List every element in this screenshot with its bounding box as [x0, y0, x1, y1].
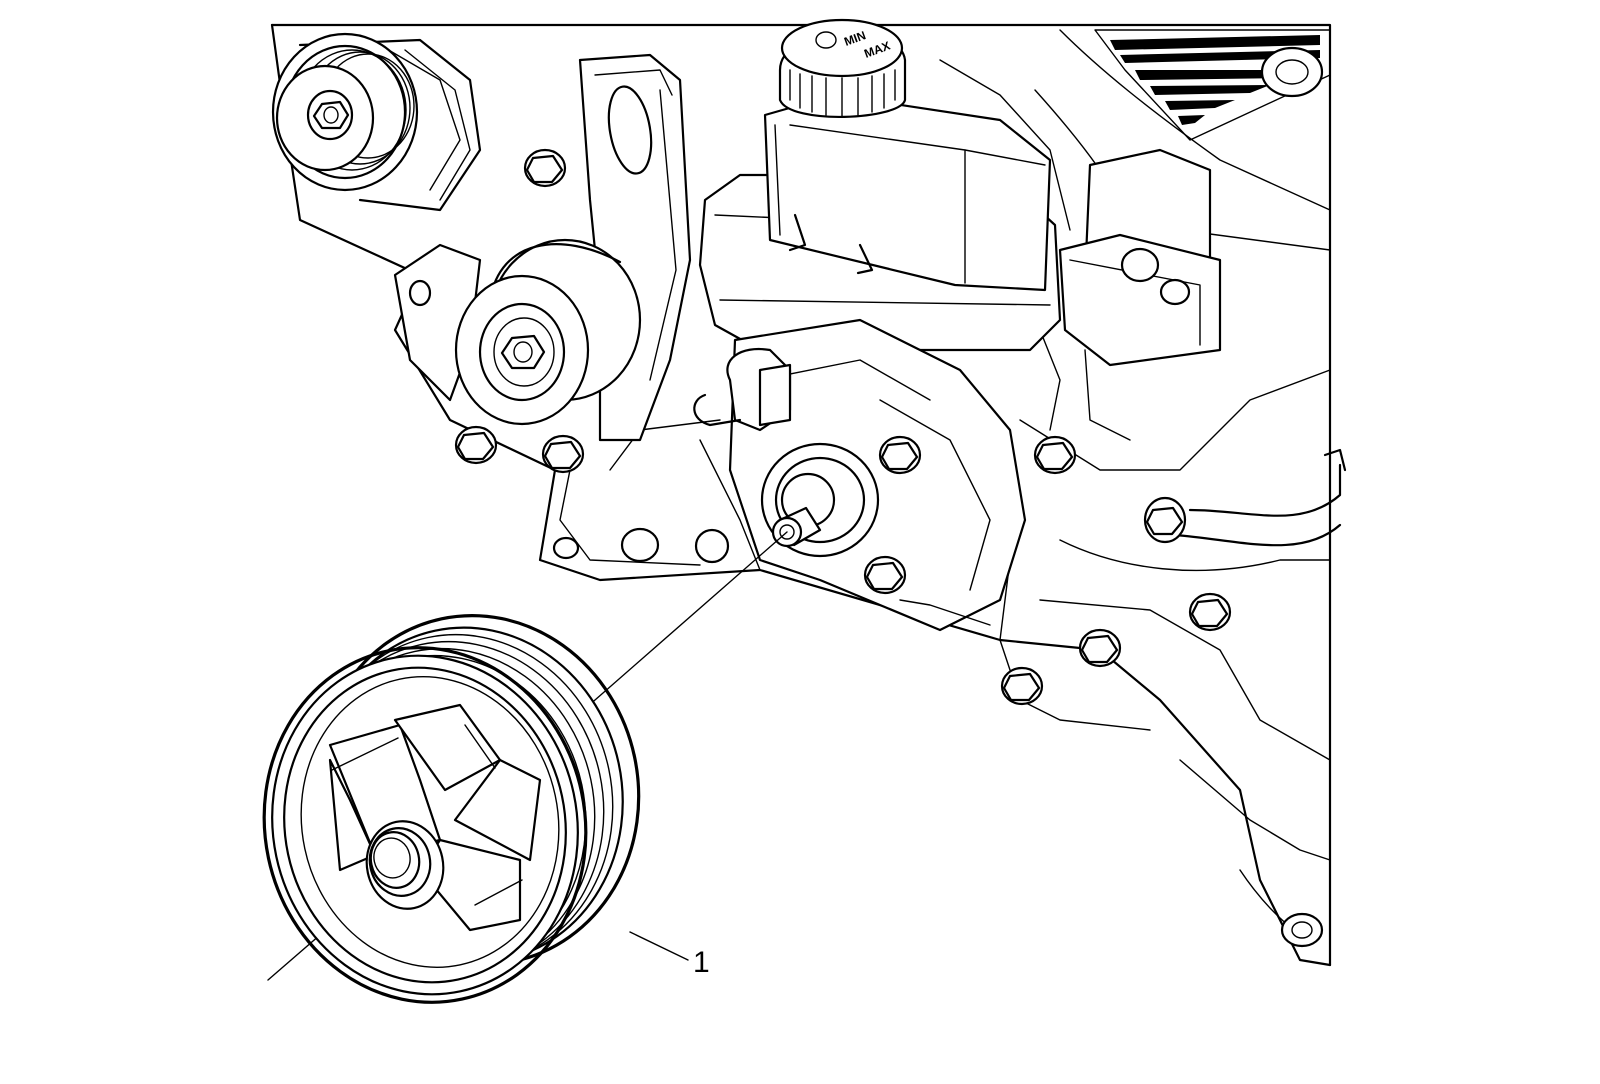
block-bolts — [1000, 435, 1324, 948]
callout-label-1: 1 — [693, 946, 710, 979]
fuel-line — [1143, 448, 1347, 547]
reservoir-cap: MIN MAX — [778, 18, 907, 119]
fluid-reservoir: MIN MAX — [698, 18, 1062, 352]
sensor-module — [1058, 148, 1222, 441]
callout-1: 1 — [629, 931, 710, 979]
steering-pump-pulley — [262, 614, 641, 1004]
callout-leader-line — [629, 931, 689, 961]
steering-pump — [693, 318, 1027, 632]
idler-pulley — [454, 238, 642, 426]
accessory-pulley — [271, 32, 482, 212]
bracket-bolts — [454, 148, 730, 564]
top-boss — [1260, 46, 1324, 98]
